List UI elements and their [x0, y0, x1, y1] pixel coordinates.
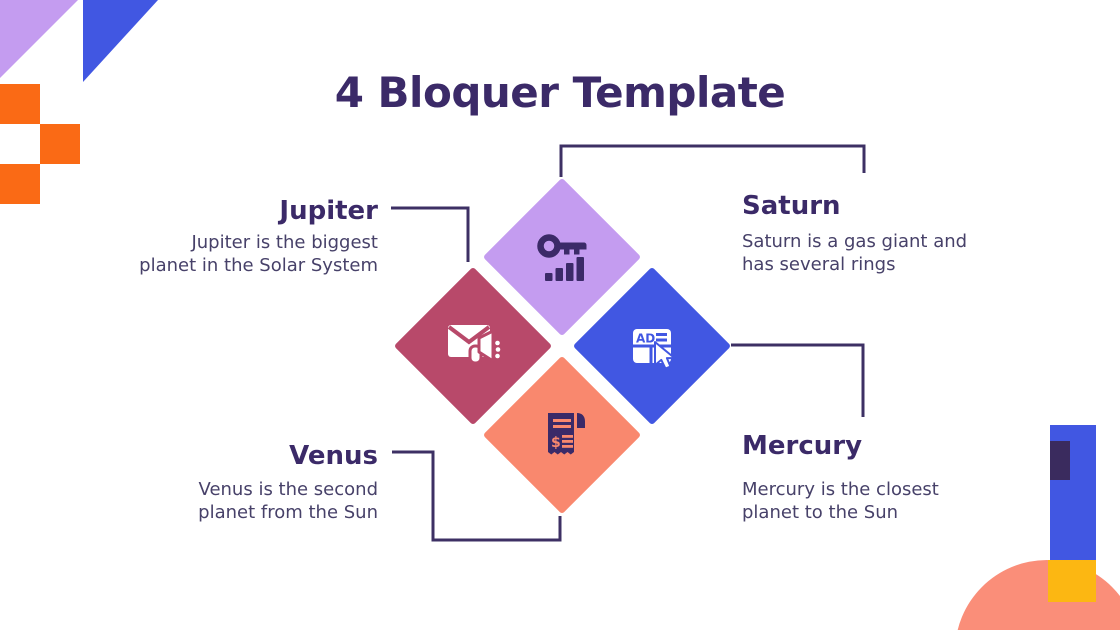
receipt-dollar-icon: $	[534, 407, 590, 463]
ad-icon-label: AD	[636, 332, 655, 346]
diamond-keyword	[482, 177, 642, 337]
diamond-billing: $	[482, 355, 642, 515]
block-mercury-description: Mercury is the closest planet to the Sun	[742, 479, 939, 523]
decor-orange-square	[0, 84, 40, 124]
page-title: 4 Bloquer Template	[334, 68, 786, 117]
block-venus-description: Venus is the second planet from the Sun	[198, 479, 378, 523]
ad-click-cursor-icon: AD	[624, 318, 680, 374]
diamond-ads: AD	[572, 266, 732, 426]
email-megaphone-icon	[445, 318, 501, 374]
block-saturn-description: Saturn is a gas giant and has several ri…	[742, 231, 968, 275]
block-mercury: Mercury Mercury is the closest planet to…	[742, 430, 1072, 524]
connector-saturn	[559, 144, 866, 177]
block-saturn-heading: Saturn	[742, 191, 841, 221]
decor-yellow-square	[1048, 560, 1096, 602]
decor-orange-square	[0, 164, 40, 204]
block-mercury-heading: Mercury	[742, 431, 863, 461]
keyword-rank-chart-icon	[534, 229, 590, 285]
connector-jupiter	[391, 206, 470, 262]
block-jupiter-description: Jupiter is the biggest planet in the Sol…	[139, 232, 378, 276]
block-jupiter: Jupiter Jupiter is the biggest planet in…	[48, 195, 378, 277]
block-saturn: Saturn Saturn is a gas giant and has sev…	[742, 190, 1072, 276]
block-venus-heading: Venus	[289, 441, 378, 471]
block-venus: Venus Venus is the second planet from th…	[48, 440, 378, 524]
decor-orange-square	[40, 124, 80, 164]
connector-mercury	[731, 343, 865, 417]
dollar-icon-label: $	[551, 435, 561, 451]
decor-lavender-triangle	[0, 0, 78, 78]
block-jupiter-heading: Jupiter	[279, 196, 378, 226]
diamond-email	[393, 266, 553, 426]
decor-navy-rectangle	[1050, 441, 1070, 480]
